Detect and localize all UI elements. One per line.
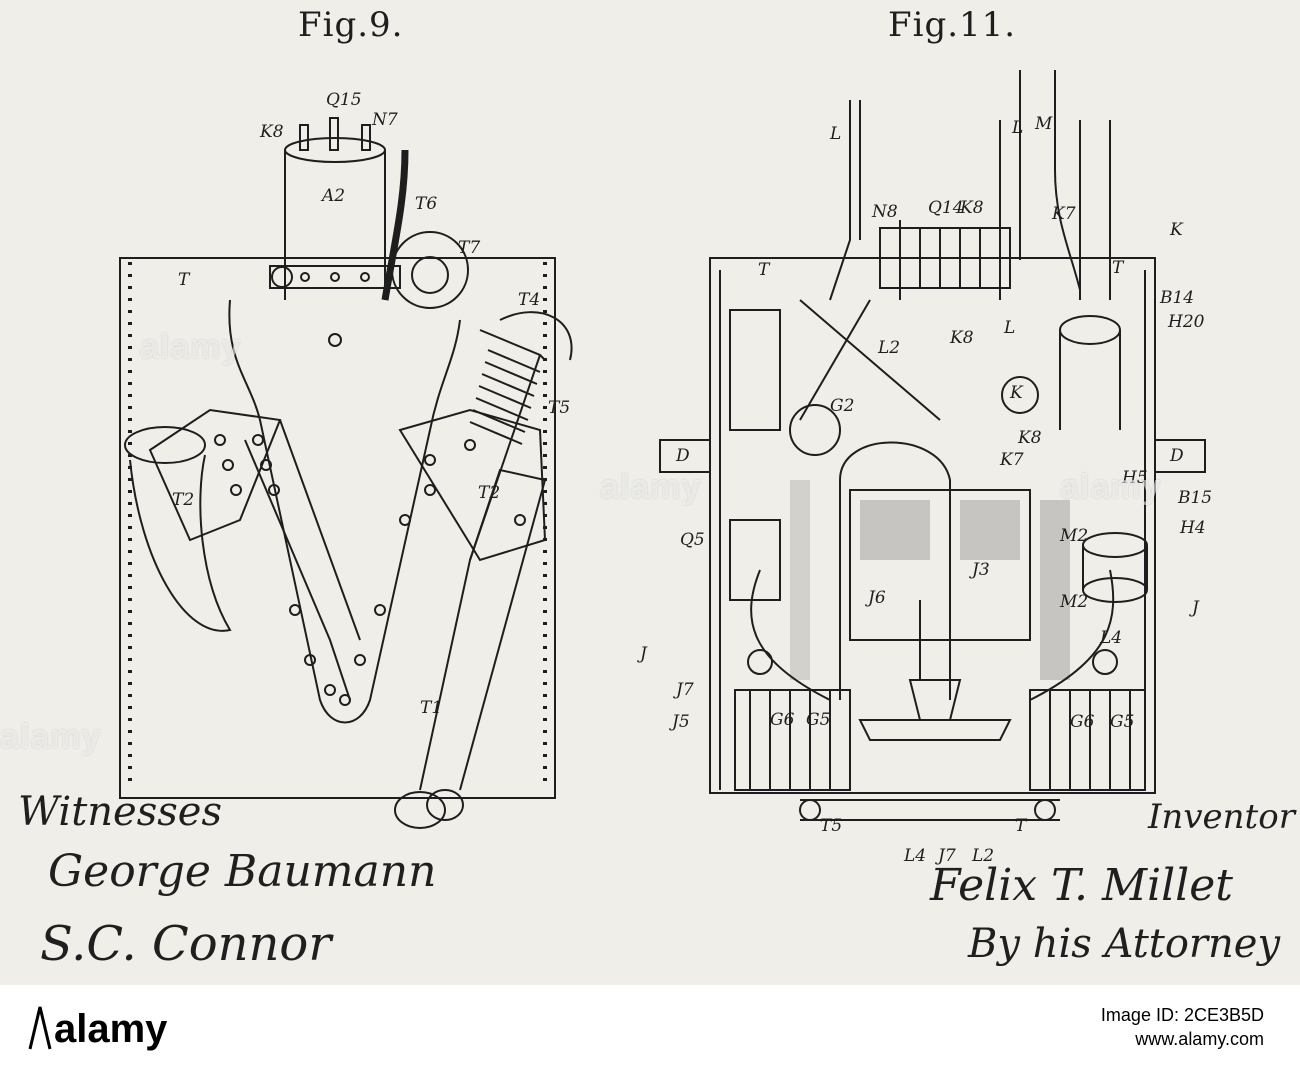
fig11-label: L4 [904, 848, 926, 865]
fig11-label: D [676, 448, 690, 465]
fig11-label: L4 [1100, 630, 1122, 647]
fig9-label: T1 [420, 700, 442, 717]
fig11-label: K8 [950, 330, 974, 347]
fig11-label: G5 [1110, 714, 1134, 731]
fig11-label: Q5 [680, 532, 705, 549]
fig11-label: G5 [806, 712, 830, 729]
fig9-label: T5 [548, 400, 570, 417]
fig9-label: T4 [518, 292, 540, 309]
fig11-label: T [1112, 260, 1123, 277]
fig9-label: N7 [372, 112, 398, 129]
fig11-label: M [1035, 116, 1052, 133]
fig11-label: N8 [872, 204, 898, 221]
image-id: Image ID: 2CE3B5D [1101, 1003, 1264, 1027]
fig11-label: J3 [972, 562, 990, 579]
attorney-line: By his Attorney [968, 924, 1280, 964]
fig11-label: B14 [1160, 290, 1194, 307]
inventor-signature: Felix T. Millet [930, 864, 1233, 908]
fig11-label: K [1010, 385, 1023, 402]
fig9-label: T7 [458, 240, 480, 257]
witnesses-heading: Witnesses [18, 792, 222, 832]
fig9-label: T [178, 272, 189, 289]
fig11-label: J5 [672, 714, 690, 731]
watermark: alamy [140, 330, 241, 364]
fig11-label: K8 [1018, 430, 1042, 447]
fig11-label: J7 [676, 682, 694, 699]
fig11-label: Q14 [928, 200, 964, 217]
watermark: alamy [1060, 470, 1161, 504]
brand-name: alamy [54, 1007, 167, 1051]
fig9-label: T2 [172, 492, 194, 509]
fig11-label: T5 [820, 818, 842, 835]
witness-signature-2: S.C. Connor [40, 920, 331, 968]
fig11-label: H20 [1168, 314, 1204, 331]
brand-logo[interactable]: alamy [28, 1007, 167, 1052]
fig11-drawing [660, 70, 1205, 820]
fig11-label: L2 [878, 340, 900, 357]
fig11-label: G2 [830, 398, 854, 415]
fig11-label: J6 [868, 590, 886, 607]
fig11-label: J [640, 646, 647, 663]
fig11-label: K8 [960, 200, 984, 217]
fig11-label: L [1012, 120, 1023, 137]
fig9-label: K8 [260, 124, 284, 141]
fig9-title: Fig.9. [298, 8, 403, 42]
fig11-label: L [830, 126, 841, 143]
witness-signature-1: George Baumann [48, 850, 436, 894]
fig11-label: J [1192, 600, 1199, 617]
fig9-label: T6 [415, 196, 437, 213]
fig11-label: H4 [1180, 520, 1206, 537]
fig11-title: Fig.11. [888, 8, 1016, 42]
fig11-label: T [758, 262, 769, 279]
patent-plate: Fig.9. Fig.11. K8 Q15 N7 A2 T6 T7 T T4 T… [0, 0, 1300, 985]
inventor-heading: Inventor [1148, 800, 1295, 834]
fig9-label: A2 [322, 188, 345, 205]
fig11-label: K [1170, 222, 1183, 239]
fig9-drawing [120, 118, 572, 828]
watermark: alamy [0, 720, 101, 754]
fig11-label: M2 [1060, 594, 1088, 611]
fig11-label: G6 [1070, 714, 1094, 731]
fig9-label: Q15 [326, 92, 362, 109]
site-link[interactable]: www.alamy.com [1101, 1027, 1264, 1051]
fig11-label: G6 [770, 712, 794, 729]
stock-id-block: Image ID: 2CE3B5D www.alamy.com [1101, 1003, 1264, 1051]
fig11-label: M2 [1060, 528, 1088, 545]
fig11-label: K7 [1052, 206, 1076, 223]
fig11-label: D [1170, 448, 1184, 465]
fig11-label: B15 [1178, 490, 1212, 507]
alamy-logo-icon [28, 1005, 52, 1051]
fig11-label: K7 [1000, 452, 1024, 469]
fig9-label: T2 [478, 485, 500, 502]
watermark: alamy [600, 470, 701, 504]
stock-footer: alamy Image ID: 2CE3B5D www.alamy.com [0, 985, 1300, 1075]
fig11-label: T [1015, 818, 1026, 835]
fig11-label: L [1004, 320, 1015, 337]
